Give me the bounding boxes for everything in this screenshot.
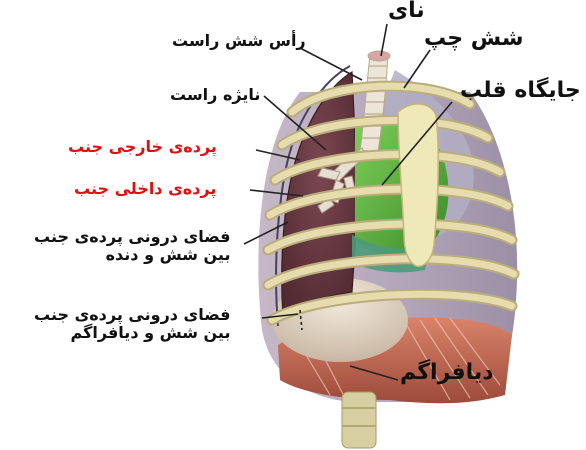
label-heart-location: جایگاه قلب [460, 78, 581, 103]
label-costal-recess: فضای درونی پرده‌ی جنب بین شش و دنده [34, 228, 230, 265]
label-right-bronchus: نایژه راست [170, 86, 260, 104]
label-right-lung-apex: رأس شش راست [172, 32, 306, 50]
label-diaphragm: دیافراگم [400, 360, 494, 385]
spine [342, 392, 376, 448]
label-costodiaphragmatic-recess-line2: بین شش و دیافراگم [34, 324, 230, 342]
label-left-lung: شش چپ [424, 26, 524, 51]
label-costal-recess-line1: فضای درونی پرده‌ی جنب [34, 228, 230, 246]
sternum [398, 104, 438, 266]
label-visceral-pleura: پرده‌ی داخلی جنب [74, 180, 216, 198]
label-costal-recess-line2: بین شش و دنده [34, 246, 230, 264]
label-parietal-pleura: پرده‌ی خارجی جنب [68, 138, 217, 156]
label-trachea: نای [388, 0, 425, 23]
label-costodiaphragmatic-recess-line1: فضای درونی پرده‌ی جنب [34, 306, 230, 324]
label-costodiaphragmatic-recess: فضای درونی پرده‌ی جنب بین شش و دیافراگم [34, 306, 230, 343]
